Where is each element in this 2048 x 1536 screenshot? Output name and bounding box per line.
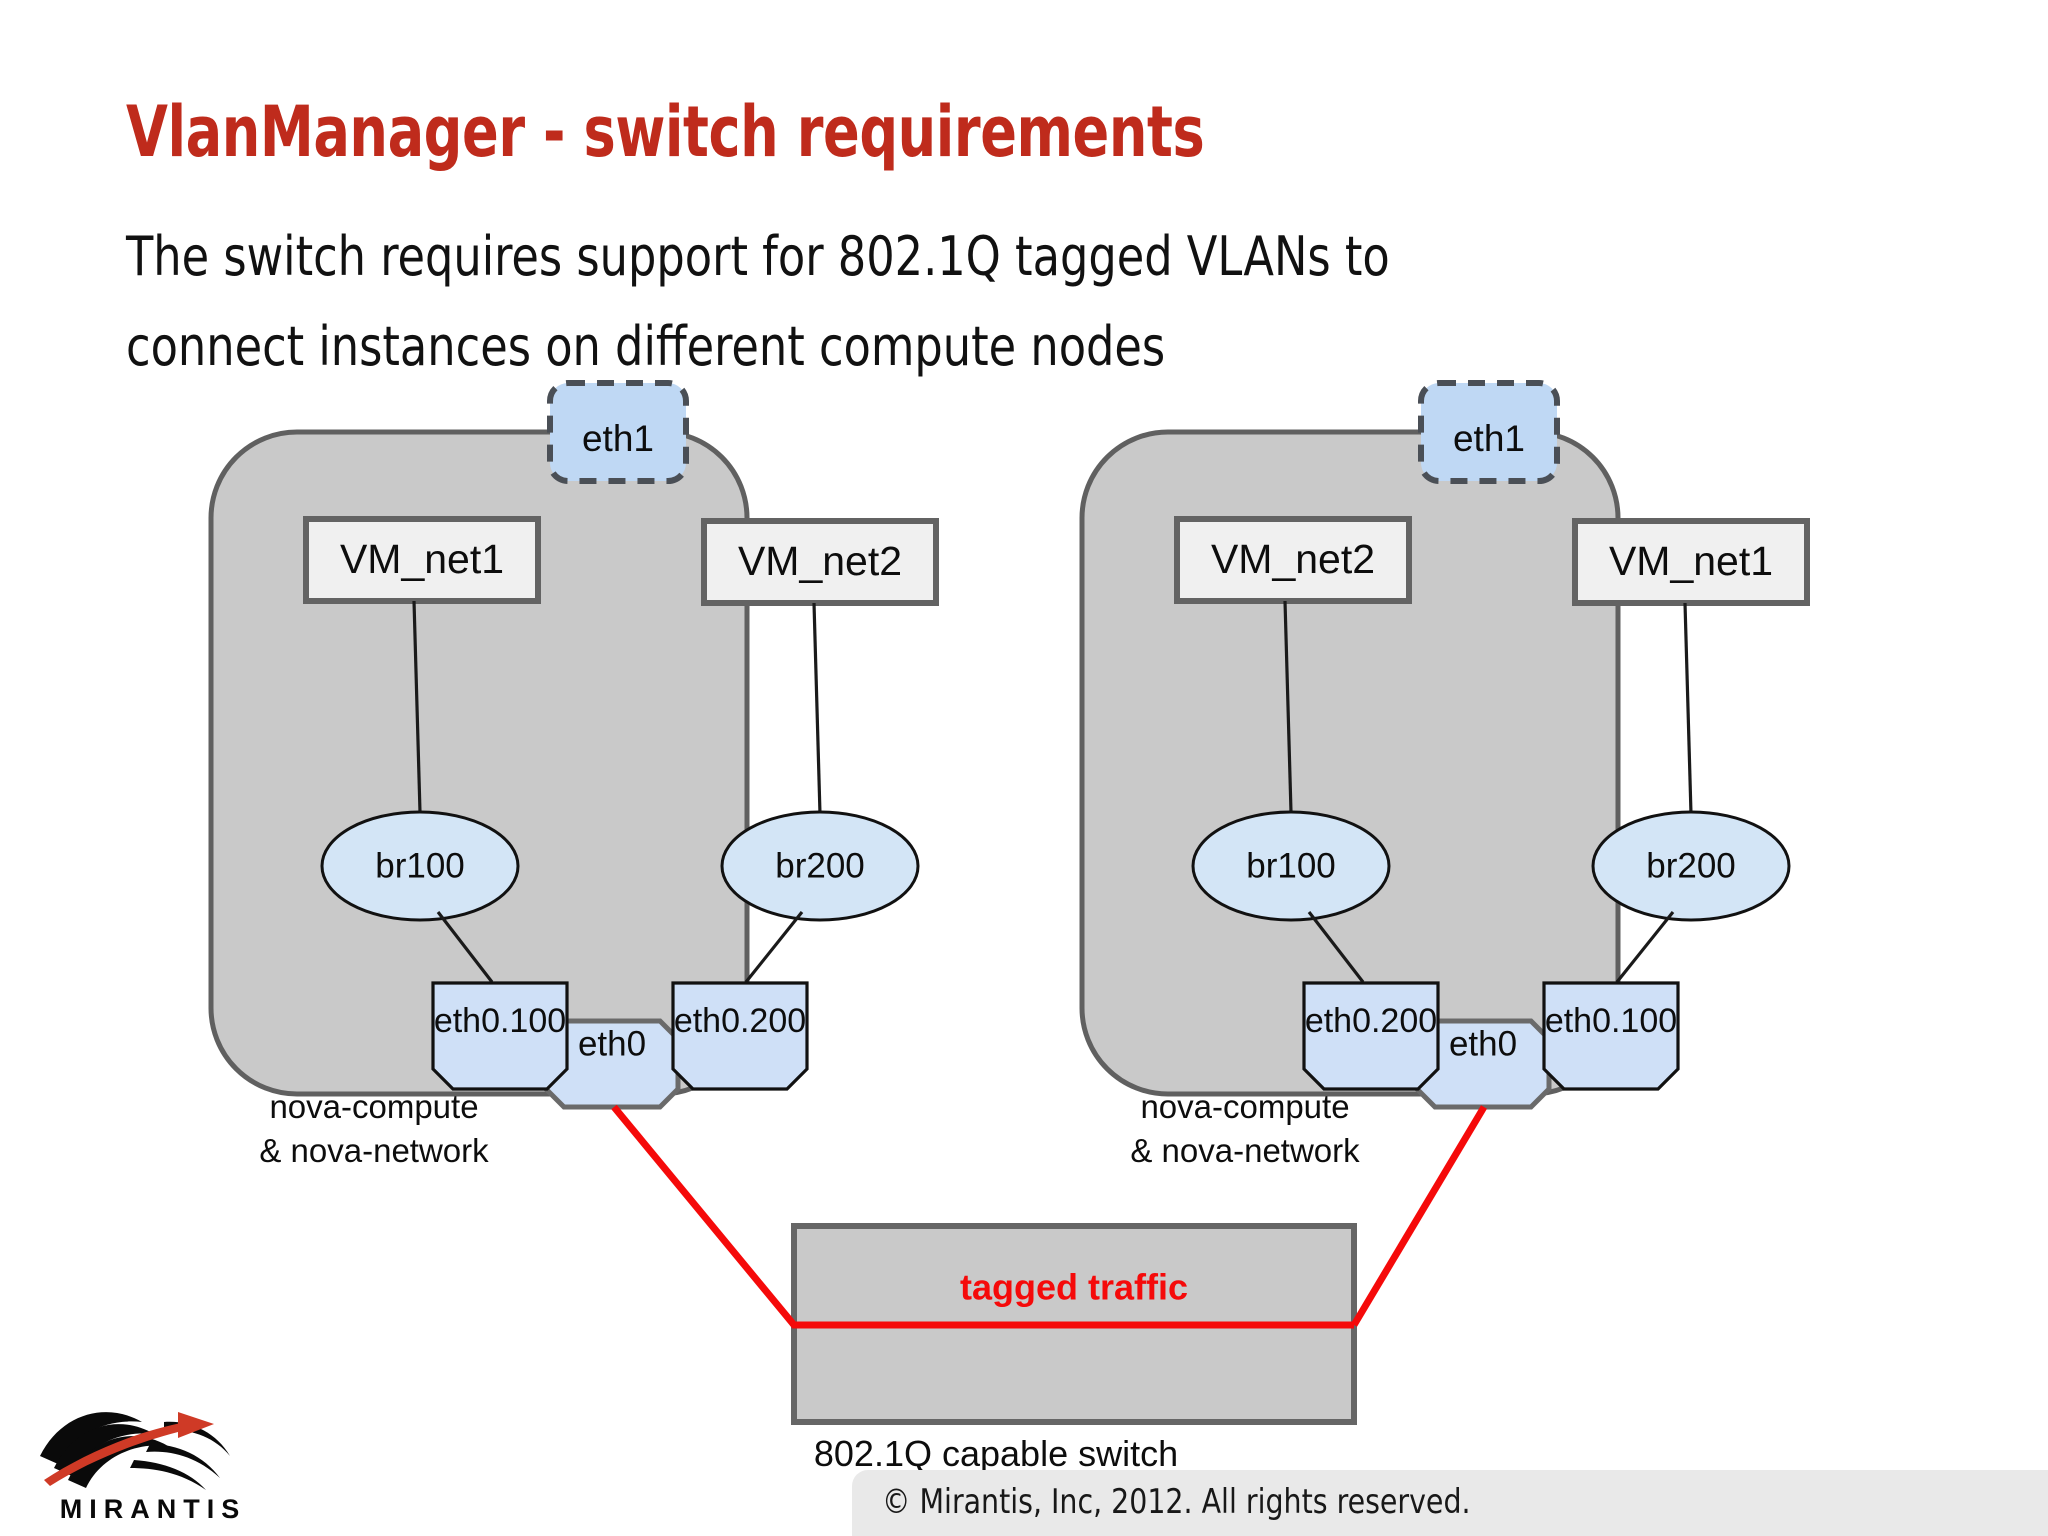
uplink-left-eth1: eth1: [547, 380, 689, 484]
bridge-right-br200-label: br200: [1646, 846, 1736, 885]
vm-box-right-2-label: VM_net1: [1609, 538, 1773, 584]
page-title: VlanManager - switch requirements: [126, 91, 1205, 173]
bridge-right-br100: br100: [1191, 810, 1391, 922]
host-left-caption-line-2: & nova-network: [259, 1132, 489, 1169]
trunk-left-eth0: eth0: [543, 1018, 681, 1110]
host-right-group: VM_net2 VM_net1 br100 br200 eth0: [1079, 380, 1810, 1169]
uplink-right-eth1: eth1: [1418, 380, 1560, 484]
vm-box-left-2-label: VM_net2: [738, 538, 902, 584]
page-subtitle: The switch requires support for 802.1Q t…: [126, 212, 1800, 392]
vlan-left-eth0-200: eth0.200: [671, 981, 809, 1091]
mirantis-wordmark: MIRANTIS: [59, 1494, 247, 1524]
footer-band: [852, 1470, 2048, 1536]
vlan-right-eth0-100: eth0.100: [1542, 981, 1680, 1091]
bridge-left-br100: br100: [320, 810, 520, 922]
host-left-group: VM_net1 VM_net2 br100 br200: [208, 380, 939, 1169]
host-right-caption-line-1: nova-compute: [1140, 1088, 1349, 1125]
trunk-left-eth0-label: eth0: [578, 1024, 646, 1063]
link-right-br100-eth0200: [1307, 911, 1365, 983]
link-left-vm1-br100: [412, 600, 422, 813]
vm-box-right-1: VM_net2: [1174, 516, 1412, 604]
bridge-right-br100-label: br100: [1246, 846, 1336, 885]
subtitle-line-2: connect instances on different compute n…: [126, 315, 1166, 378]
host-right-caption-line-2: & nova-network: [1130, 1132, 1360, 1169]
vm-box-right-2: VM_net1: [1572, 518, 1810, 606]
vlan-right-eth0-100-label: eth0.100: [1545, 1002, 1677, 1040]
subtitle-line-1: The switch requires support for 802.1Q t…: [126, 225, 1390, 288]
bridge-left-br100-label: br100: [375, 846, 465, 885]
trunk-right-eth0: eth0: [1414, 1018, 1552, 1110]
bridge-right-br200: br200: [1591, 810, 1791, 922]
vm-box-left-2: VM_net2: [701, 518, 939, 606]
mirantis-logo: [40, 1412, 230, 1490]
vlan-right-eth0-200: eth0.200: [1302, 981, 1440, 1091]
vm-box-left-1: VM_net1: [303, 516, 541, 604]
link-right-vm2-br100: [1283, 600, 1293, 813]
link-right-vm1-br200: [1683, 602, 1693, 815]
link-left-vm2-br200: [812, 602, 822, 815]
tagged-traffic-link-right: [1350, 1105, 1488, 1327]
link-right-br200-eth0100: [1615, 911, 1675, 983]
uplink-left-eth1-label: eth1: [582, 418, 654, 459]
vm-box-left-1-label: VM_net1: [340, 536, 504, 582]
switch-caption: 802.1Q capable switch: [814, 1433, 1178, 1474]
uplink-right-eth1-label: eth1: [1453, 418, 1525, 459]
switch-traffic-label: tagged traffic: [960, 1267, 1188, 1308]
vlan-left-eth0-100-label: eth0.100: [434, 1002, 566, 1040]
tagged-traffic-link-left: [611, 1104, 1354, 1329]
link-left-br200-eth0200: [744, 911, 804, 983]
switch-group: tagged traffic 802.1Q capable switch: [791, 1223, 1357, 1474]
vlan-right-eth0-200-label: eth0.200: [1305, 1002, 1437, 1040]
vlan-left-eth0-100: eth0.100: [431, 981, 569, 1091]
vm-box-right-1-label: VM_net2: [1211, 536, 1375, 582]
footer-copyright: © Mirantis, Inc, 2012. All rights reserv…: [882, 1482, 1471, 1522]
bridge-left-br200: br200: [720, 810, 920, 922]
host-left-caption-line-1: nova-compute: [269, 1088, 478, 1125]
link-left-br100-eth0100: [436, 911, 494, 983]
vlan-left-eth0-200-label: eth0.200: [674, 1002, 806, 1040]
bridge-left-br200-label: br200: [775, 846, 865, 885]
logo-swoosh-icon: [40, 1412, 230, 1490]
trunk-right-eth0-label: eth0: [1449, 1024, 1517, 1063]
